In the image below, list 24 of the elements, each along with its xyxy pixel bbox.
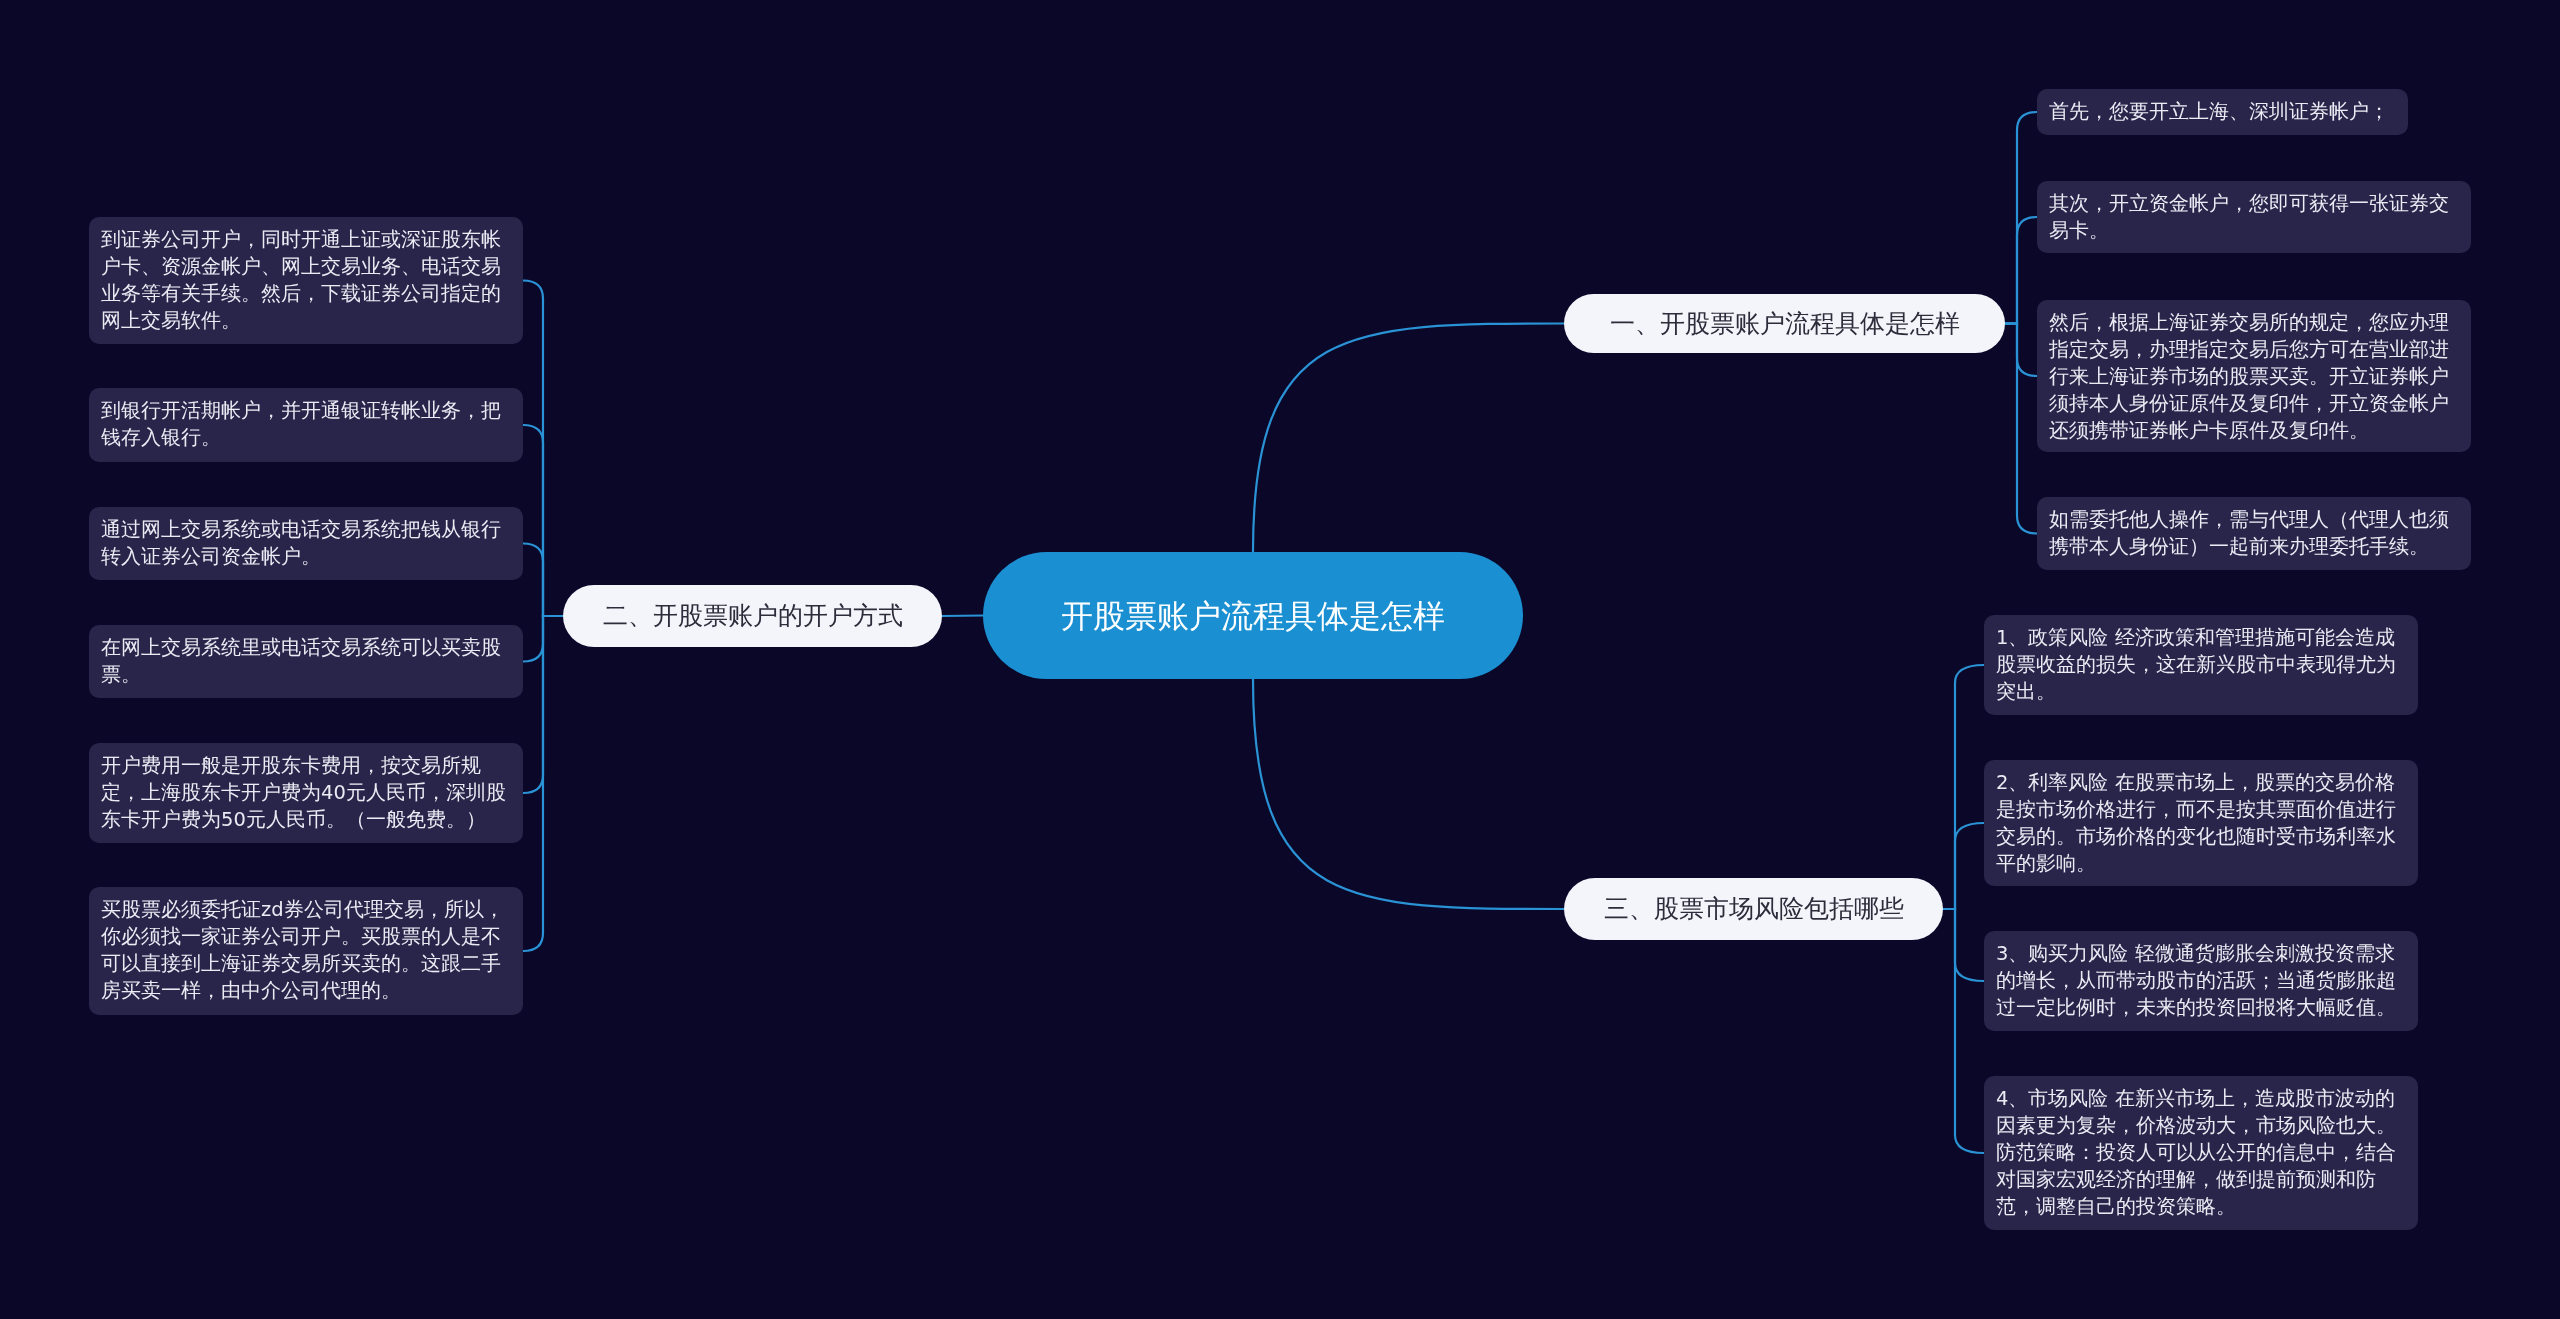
note-card: 1、政策风险 经济政策和管理措施可能会造成股票收益的损失，这在新兴股市中表现得尤为突出。 [1984,615,2418,715]
note-card: 到银行开活期帐户，并开通银证转帐业务，把钱存入银行。 [89,388,523,462]
topic-pill: 三、股票市场风险包括哪些 [1564,878,1943,940]
connector-line [1251,322,1564,553]
connector-line [942,614,983,618]
note-card: 2、利率风险 在股票市场上，股票的交易价格是按市场价格进行，而不是按其票面价值进行交易的。市场价格的变化也随时受市场利率水平的影响。 [1984,760,2418,886]
note-card: 开户费用一般是开股东卡费用，按交易所规定，上海股东卡开户费为40元人民币，深圳股东卡开户费为50元人民币。（一般免费。） [89,743,523,843]
note-card: 其次，开立资金帐户，您即可获得一张证券交易卡。 [2037,181,2471,253]
note-card: 然后，根据上海证券交易所的规定，您应办理指定交易，办理指定交易后您方可在营业部进行来上海证券市场的股票买卖。开立证券帐户须持本人身份证原件及复印件，开立资金帐户还须携带证券帐户卡原件及复印件。 [2037,300,2471,452]
topic-pill: 二、开股票账户的开户方式 [563,585,942,647]
connector-line [522,614,563,953]
note-card: 在网上交易系统里或电话交易系统可以买卖股票。 [89,625,523,698]
note-card: 首先，您要开立上海、深圳证券帐户； [2037,89,2408,135]
note-card: 通过网上交易系统或电话交易系统把钱从银行转入证券公司资金帐户。 [89,507,523,580]
note-card: 3、购买力风险 轻微通货膨胀会刺激投资需求的增长，从而带动股市的活跃；当通货膨胀超过一定比例时，未来的投资回报将大幅贬值。 [1984,931,2418,1031]
note-card: 买股票必须委托证zd券公司代理交易，所以，你必须找一家证券公司开户。买股票的人是不可以直接到上海证券交易所买卖的。这跟二手房买卖一样，由中介公司代理的。 [89,887,523,1015]
connector-line [1943,907,1985,1155]
note-card: 4、市场风险 在新兴市场上，造成股市波动的因素更为复杂，价格波动大，市场风险也大。防范策略：投资人可以从公开的信息中，结合对国家宏观经济的理解，做到提前预测和防范，调整自己的投资策略。 [1984,1076,2418,1230]
central-topic: 开股票账户流程具体是怎样 [983,552,1523,679]
note-card: 如需委托他人操作，需与代理人（代理人也须携带本人身份证）一起前来办理委托手续。 [2037,497,2471,570]
note-card: 到证券公司开户，同时开通上证或深证股东帐户卡、资源金帐户、网上交易业务、电话交易业务等有关手续。然后，下载证券公司指定的网上交易软件。 [89,217,523,344]
connector-line [2005,322,2038,535]
connector-line [1251,678,1564,911]
topic-pill: 一、开股票账户流程具体是怎样 [1564,294,2005,353]
